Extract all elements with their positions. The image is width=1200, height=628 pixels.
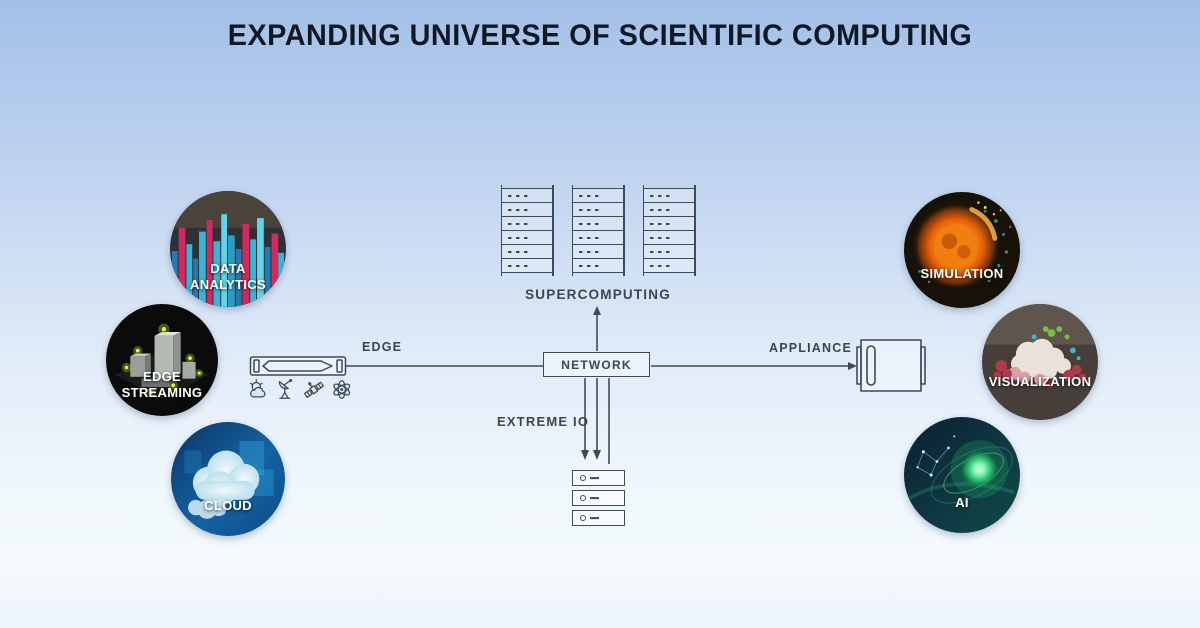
storage-unit [572, 490, 625, 506]
storage-unit [572, 510, 625, 526]
edge-source-icons [248, 378, 352, 401]
atom-icon [332, 380, 350, 399]
network-label: NETWORK [561, 357, 632, 372]
node-cloud: CLOUD [171, 422, 285, 536]
server-rack [642, 185, 696, 276]
rack-unit [644, 203, 694, 217]
rack-unit [644, 189, 694, 203]
edge-streaming-image [106, 304, 218, 416]
data-analytics-image [170, 191, 286, 307]
radio-telescope-icon [278, 378, 292, 399]
node-ai: AI [904, 417, 1020, 533]
rack-unit [644, 231, 694, 245]
rack-unit [573, 203, 623, 217]
rack-unit [644, 217, 694, 231]
extreme-io-label: EXTREME IO [497, 414, 590, 429]
rack-unit [502, 259, 552, 272]
visualization-image [982, 304, 1098, 420]
server-rack [571, 185, 625, 276]
server-rack [500, 185, 554, 276]
supercomputing-label: SUPERCOMPUTING [525, 287, 671, 302]
cloud-image [171, 422, 285, 536]
edge-server-device [249, 354, 349, 378]
appliance-device [852, 337, 930, 397]
page-title: EXPANDING UNIVERSE OF SCIENTIFIC COMPUTI… [227, 19, 973, 52]
storage-unit [572, 470, 625, 486]
appliance-label: APPLIANCE [769, 341, 853, 355]
rack-unit [573, 189, 623, 203]
ai-image [904, 417, 1020, 533]
rack-unit [502, 189, 552, 203]
node-visualization: VISUALIZATION [982, 304, 1098, 420]
edge-label: EDGE [362, 340, 403, 354]
rack-unit [573, 245, 623, 259]
rack-unit [502, 231, 552, 245]
node-label: AI [955, 494, 969, 510]
node-label: SIMULATION [920, 265, 1004, 281]
rack-unit [502, 203, 552, 217]
rack-unit [644, 259, 694, 272]
rack-unit [573, 231, 623, 245]
simulation-image [904, 192, 1020, 308]
satellite-icon [303, 381, 324, 398]
rack-unit [573, 217, 623, 231]
network-box: NETWORK [543, 352, 650, 377]
rack-unit [502, 245, 552, 259]
weather-icon [249, 379, 266, 398]
node-label: VISUALIZATION [988, 373, 1092, 389]
node-label: CLOUD [204, 497, 252, 513]
rack-unit [573, 259, 623, 272]
rack-unit [644, 245, 694, 259]
node-simulation: SIMULATION [904, 192, 1020, 308]
rack-unit [502, 217, 552, 231]
